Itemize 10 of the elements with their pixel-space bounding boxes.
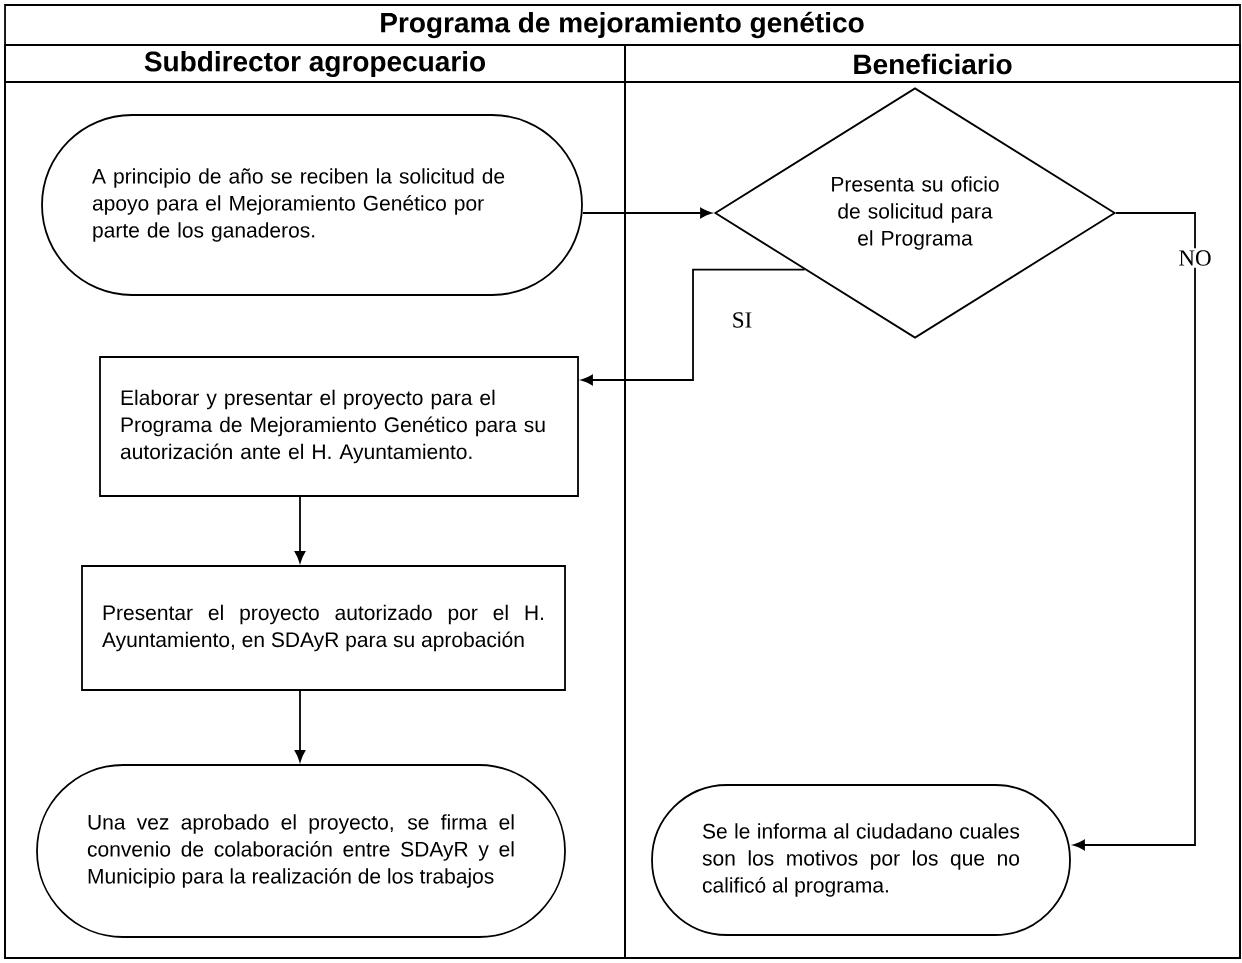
- edge-label: NO: [1176, 248, 1214, 268]
- arrow: [582, 207, 712, 219]
- edge-label: SI: [729, 310, 755, 330]
- process-box: Elaborar y presentar el proyecto para el Programa de Mejoramiento Genético para su autorización ante el H. Ayuntamiento.: [99, 356, 579, 497]
- arrow: [1073, 212, 1196, 851]
- process-box: Presentar el proyecto autorizado por el H. Ayuntamiento, en SDAyR para su aprobación: [81, 565, 566, 691]
- arrow: [294, 496, 306, 563]
- arrow: [581, 268, 806, 386]
- title: Programa de mejoramiento genético: [381, 11, 864, 39]
- arrow: [294, 690, 306, 762]
